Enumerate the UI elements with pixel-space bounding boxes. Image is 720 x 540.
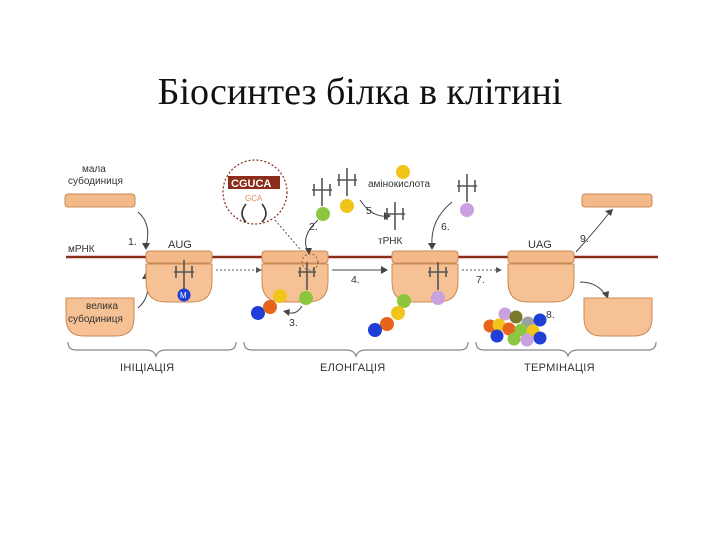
chain2-aa-4 [299,291,313,305]
chain2-aa-2 [263,300,277,314]
step-4-label: 4. [351,274,360,286]
step1-arrow-top [137,211,149,247]
anticodon-loop [241,203,267,223]
large-subunit-label-2: субодиниця [68,313,123,325]
elongation-bracket [243,341,469,358]
ribosome3-small-subunit [391,250,459,264]
step2-arrowhead [305,248,312,255]
large-subunit-label-1: велика [86,301,118,312]
amino-acid-violet [460,203,474,217]
ribosome2-large-subunit [261,263,329,303]
mrna-label: мРНК [68,244,95,255]
ribosome3-trna [428,262,448,290]
small-subunit-label-2: субодиниця [68,175,123,187]
phase-initiation: ІНІЦІАЦІЯ [120,362,174,374]
step9-arrowhead-bottom [602,291,609,299]
free-amino-acid [396,165,410,179]
released-large-subunit [583,297,653,337]
methionine-label: М [180,291,187,300]
trna-label: тРНК [378,236,402,247]
step-7-label: 7. [476,274,485,286]
phase-elongation: ЕЛОНГАЦІЯ [320,362,385,374]
ribosome1-small-subunit [145,250,213,264]
chain2-aa-3 [273,289,287,303]
ribosome1-large-subunit [145,263,213,303]
amino-acid-green [316,207,330,221]
initiation-bracket [67,341,237,358]
anticodon-label: GCA [245,194,263,203]
free-large-subunit [65,297,135,337]
step9-arrow-top [575,211,611,253]
mrna-sequence-label: CGUCA [231,178,271,190]
chain3-aa-3 [380,317,394,331]
chain3-aa-2 [391,306,405,320]
step4-arrowhead [381,266,388,274]
zoom-pointer [274,219,306,256]
ribosome2-trna [298,262,316,290]
phase-termination: ТЕРМІНАЦІЯ [524,362,595,374]
step-1-label: 1. [128,236,137,248]
ribosome2-small-subunit [261,250,329,264]
trna-yellow [337,168,357,196]
step-2-label: 2. [309,221,318,233]
step3-arrowhead [283,309,290,316]
released-small-subunit [581,193,653,208]
step-8-label: 8. [546,309,555,321]
chain3-aa-1 [397,294,411,308]
initiator-trna [174,260,194,290]
released-polypeptide [483,307,547,347]
chain3-aa-4 [368,323,382,337]
amino-acid-yellow-bound [340,199,354,213]
step9-arrow-bottom [579,281,607,297]
termination-bracket [475,341,657,358]
free-small-subunit [64,193,136,208]
ribosome2-a-site [301,253,319,271]
codon-zoom-circle [222,159,288,225]
step9-arrowhead-top [605,209,613,216]
methionine-amino-acid [177,288,191,302]
codon-sequence-band [228,176,280,189]
step1-arrowhead-top [142,243,150,250]
step6-arrow [431,201,453,247]
trna-violet [457,174,477,202]
step7-arrowhead [496,267,502,273]
slide-title: Біосинтез білка в клітині [157,71,563,113]
chain2-aa-1 [251,306,265,320]
trna-green [312,178,332,206]
trna-free [385,202,405,230]
step-3-label: 3. [289,317,298,329]
stop-codon-label: UAG [528,239,552,251]
chain3-aa-violet [431,291,445,305]
ribosome4-large-subunit [507,263,575,303]
step-6-label: 6. [441,221,450,233]
transition-arrowhead-1 [256,267,262,273]
start-codon-label: AUG [168,239,192,251]
small-subunit-label-1: мала [82,164,106,175]
amino-acid-label: амінокислота [368,179,430,190]
ribosome4-small-subunit [507,250,575,264]
step6-arrowhead [428,243,436,250]
step-9-label: 9. [580,233,589,245]
step-5-label: 5. [366,205,375,217]
